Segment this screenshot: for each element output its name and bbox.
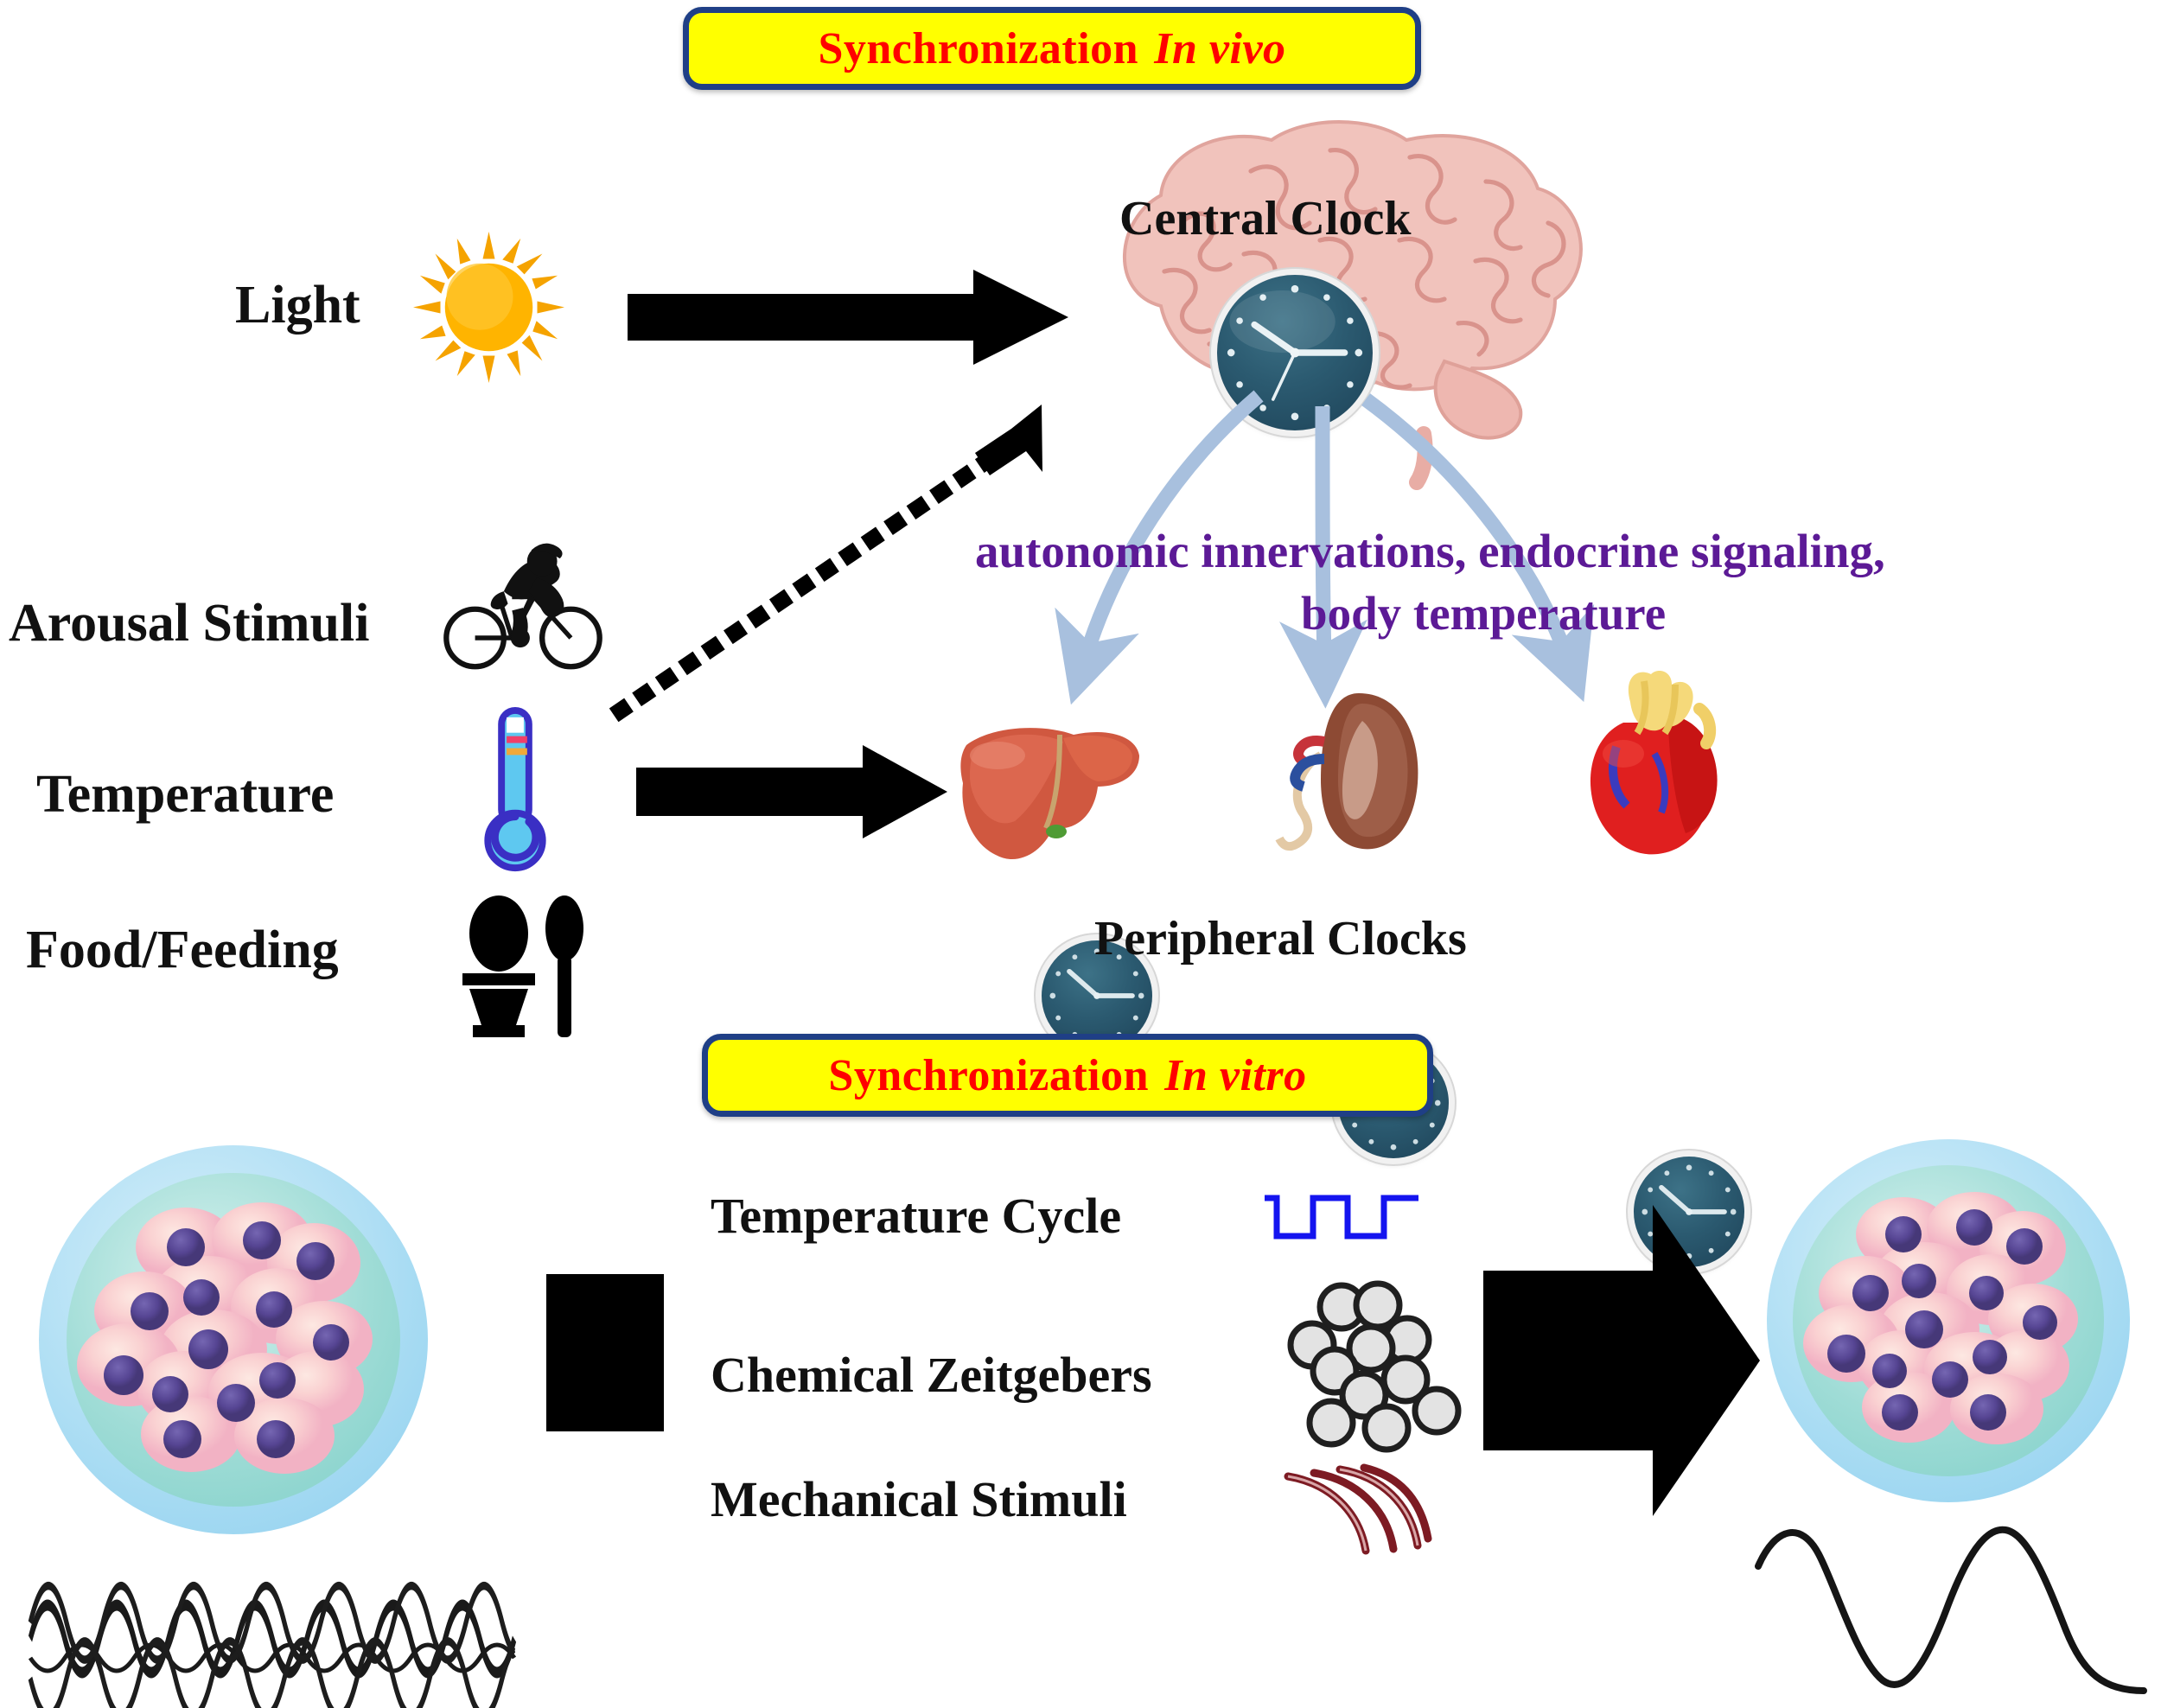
arrow-light-to-central-clock: [628, 270, 1068, 365]
input-label-light: Light: [235, 276, 360, 335]
egg-and-spoon-icon: [454, 890, 592, 1046]
desynchronized-oscillation-trace-overlay: [28, 1571, 516, 1708]
arrow-temperature-to-peripheral-clocks: [636, 745, 947, 838]
central-clock-label: Central Clock: [1119, 192, 1412, 245]
heart-icon: [1547, 664, 1755, 880]
thermometer-icon: [474, 707, 557, 878]
input-label-arousal-stimuli: Arousal Stimuli: [9, 594, 370, 653]
banner-in-vitro-text: Synchronization: [828, 1050, 1150, 1100]
vibration-waves-icon: [1269, 1461, 1459, 1575]
banner-in-vitro: Synchronization In vitro: [702, 1034, 1433, 1117]
liver-clock-icon: [1042, 940, 1152, 1051]
kidney-icon: [1255, 683, 1445, 882]
arrow-stimuli-to-synchronized-culture: [1483, 1191, 1760, 1537]
banner-in-vivo-text: Synchronization: [818, 23, 1139, 73]
signaling-text-line-2: body temperature: [1301, 587, 1667, 640]
banner-in-vitro-italic: In vitro: [1164, 1050, 1307, 1100]
sun-icon: [413, 232, 564, 383]
input-label-food-feeding: Food/Feeding: [26, 921, 339, 979]
cyclist-icon: [441, 536, 605, 674]
black-block-left: [546, 1274, 664, 1431]
blue-signal-arrows: [916, 380, 1833, 726]
stimulus-label-mechanical-stimuli: Mechanical Stimuli: [711, 1471, 1127, 1527]
banner-in-vivo-italic: In vivo: [1154, 23, 1286, 73]
signaling-text-line-1: autonomic innervations, endocrine signal…: [975, 525, 1885, 577]
synchronized-oscillation-trace: [1753, 1521, 2151, 1694]
input-label-temperature: Temperature: [36, 765, 335, 824]
stimulus-label-chemical-zeitgebers: Chemical Zeitgebers: [711, 1347, 1152, 1403]
liver-icon: [949, 711, 1148, 883]
square-wave-icon: [1265, 1191, 1472, 1253]
desynchronized-cell-culture-dish: [39, 1145, 428, 1534]
banner-in-vivo: Synchronization In vivo: [683, 7, 1421, 90]
peripheral-clocks-label: Peripheral Clocks: [1094, 912, 1467, 966]
arrow-arousal-to-central-clock: [605, 389, 1089, 726]
stimulus-label-temperature-cycle: Temperature Cycle: [711, 1188, 1122, 1244]
synchronized-cell-culture-dish: [1767, 1139, 2130, 1502]
pills-icon: [1278, 1269, 1481, 1455]
